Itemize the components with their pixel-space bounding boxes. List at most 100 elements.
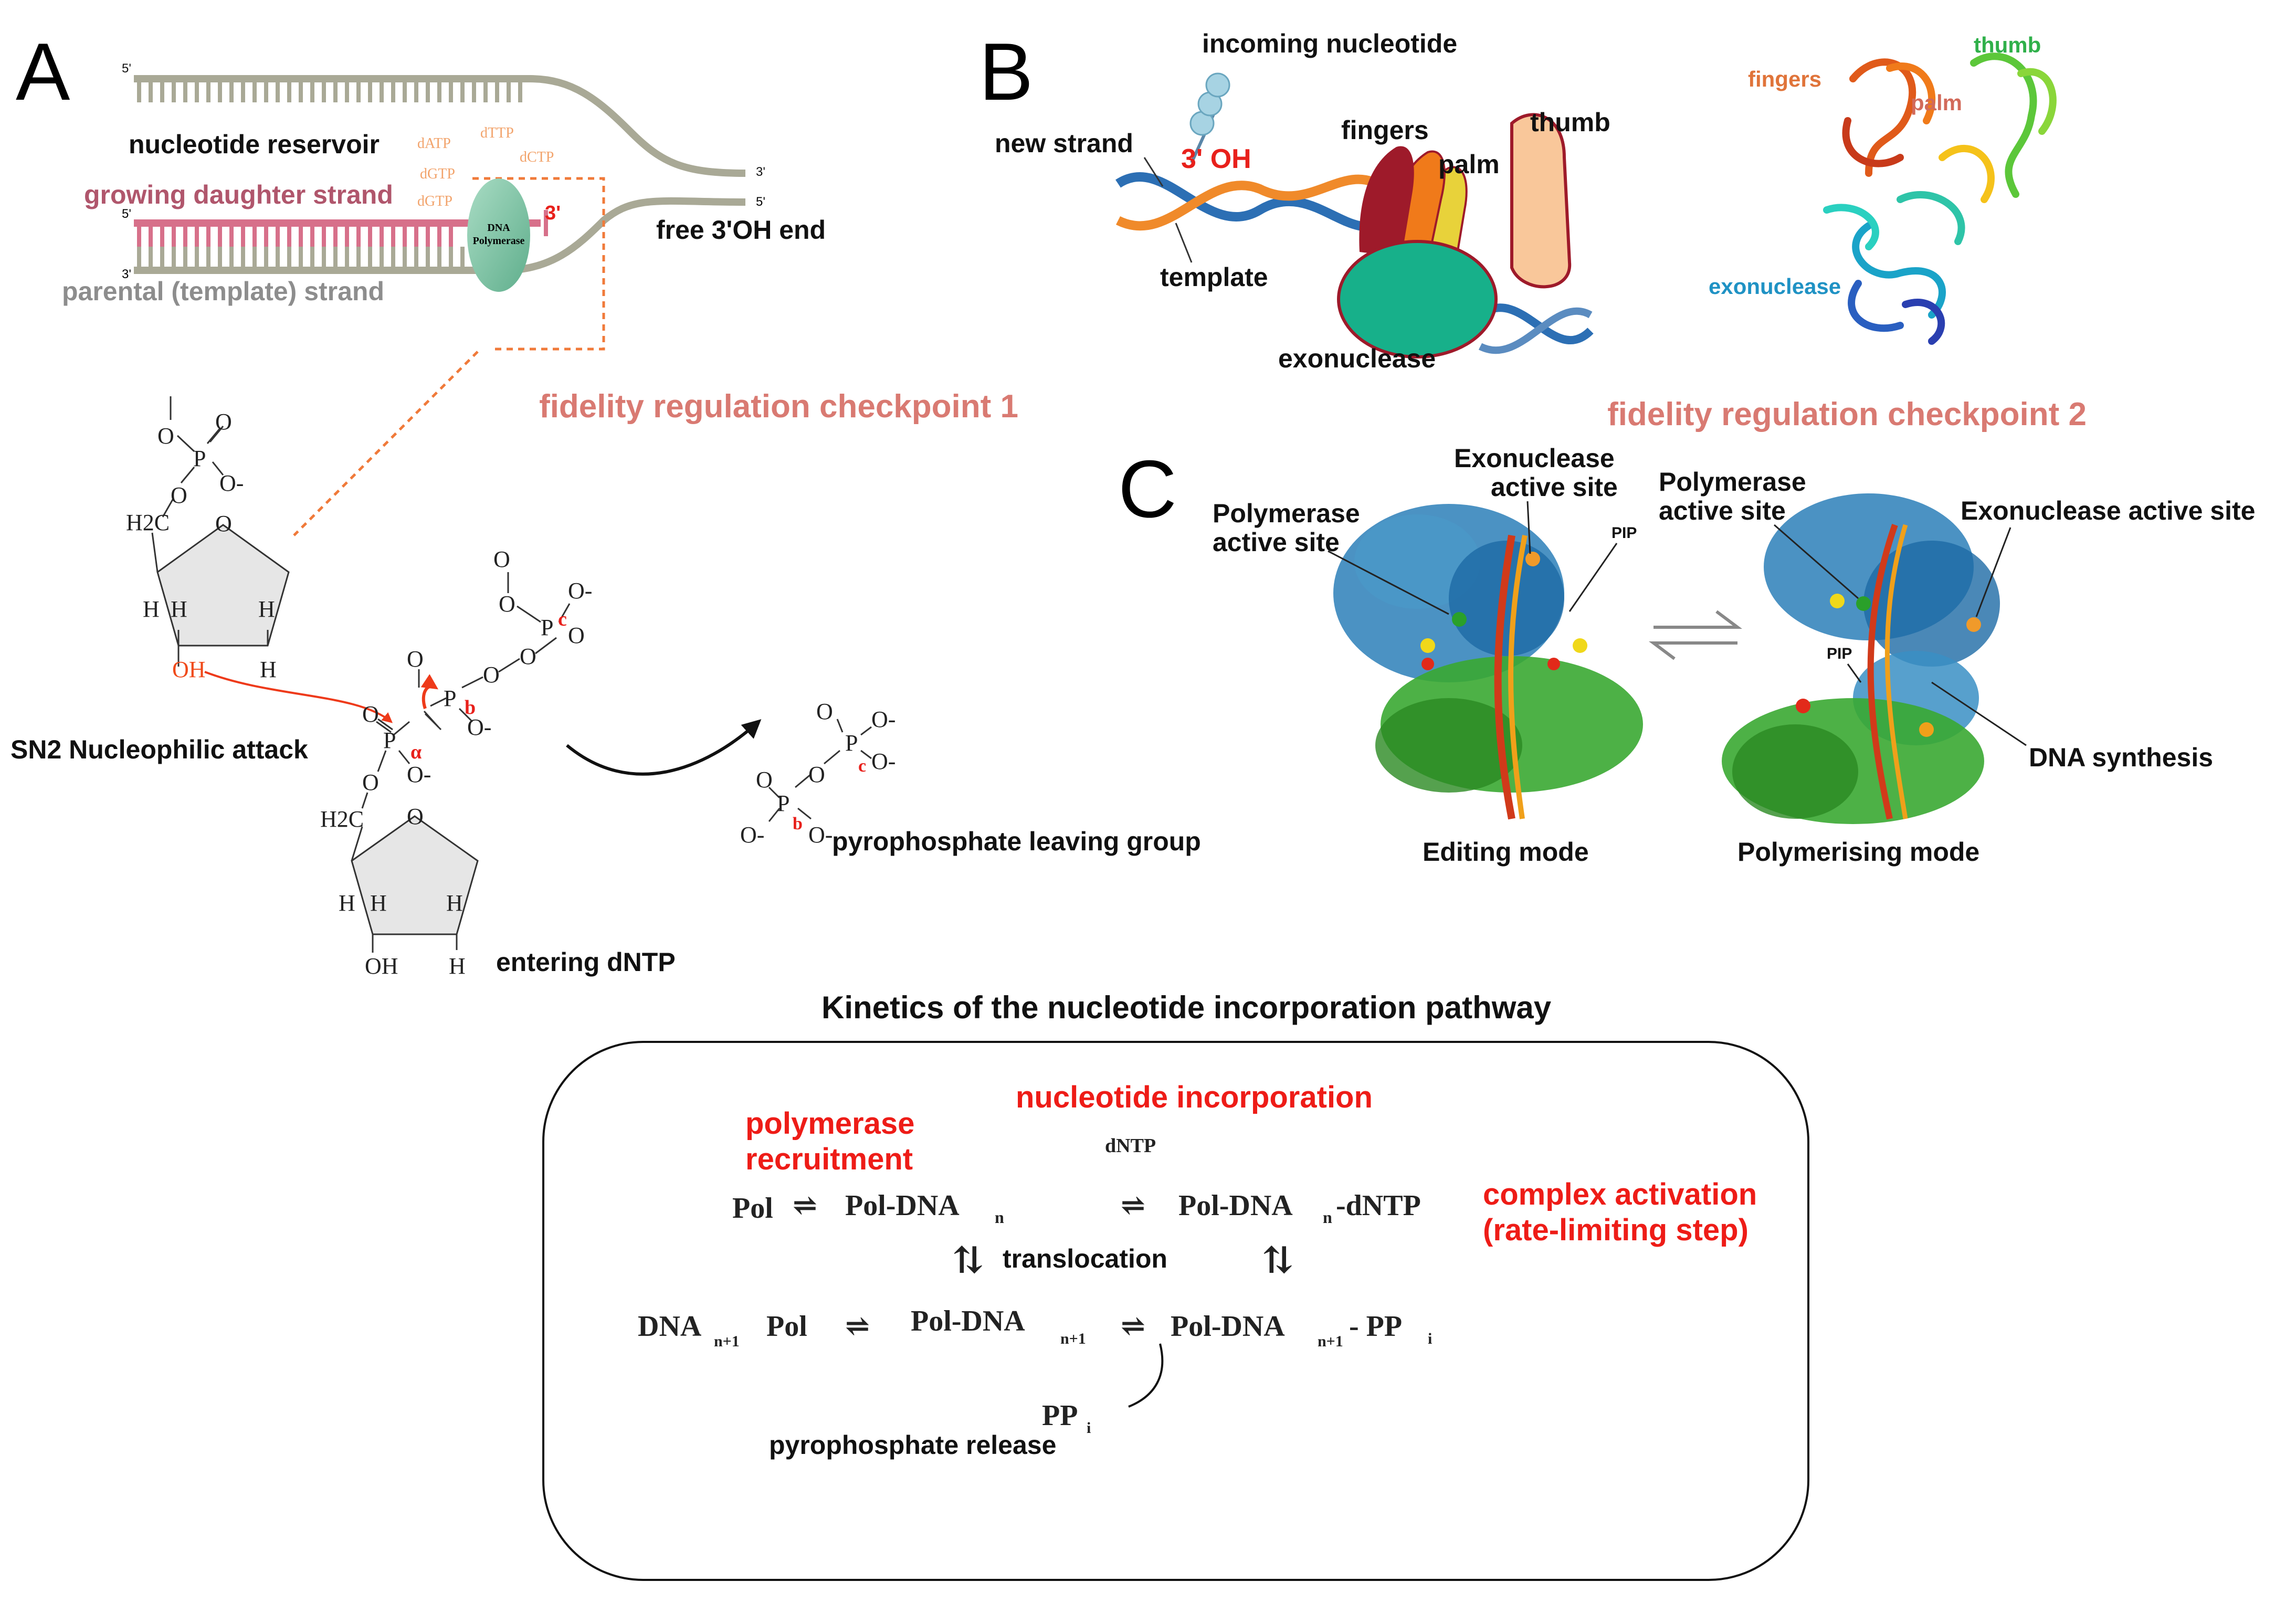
atom-pc-o1: O- xyxy=(568,578,592,604)
oh3-label: 3' OH xyxy=(1181,144,1251,174)
edit-pip-leader xyxy=(1568,543,1618,612)
atom-o-minus: O- xyxy=(219,470,244,496)
attack-arrow xyxy=(204,671,393,723)
daughter-5prime: 5' xyxy=(122,207,131,221)
daughter-nucleotide-structure xyxy=(151,396,290,667)
atom-oh: OH xyxy=(172,657,206,682)
equilibrium-arrows xyxy=(1649,610,1742,660)
row2-sub-n1: n+1 xyxy=(714,1333,740,1350)
ribbon-fingers-label: fingers xyxy=(1748,67,1821,91)
row2-eq1: ⇌ xyxy=(845,1310,870,1343)
pyrophosphate-structure xyxy=(768,719,872,822)
atom-h2: H xyxy=(171,596,187,622)
atom-ring-o: O xyxy=(215,511,232,536)
atom-bridge-2: O xyxy=(483,662,500,688)
dna-synthesis-leader xyxy=(1931,681,2027,746)
bond-arrow xyxy=(420,674,438,709)
top-strand: 5' 3' xyxy=(122,61,765,179)
template-label: template xyxy=(1160,262,1268,292)
checkpoint-2: fidelity regulation checkpoint 2 xyxy=(1607,396,2087,433)
edit-pol-site-1: Polymerase xyxy=(1213,499,1360,528)
ribbon-palm-label: palm xyxy=(1911,90,1962,115)
fingers-dark-shape xyxy=(1359,146,1414,257)
reservoir-label: nucleotide reservoir xyxy=(129,130,380,159)
ppi-o3: O- xyxy=(871,748,896,774)
atom-pa-bridge: O xyxy=(362,769,379,795)
activation-2: (rate-limiting step) xyxy=(1483,1213,1749,1247)
ppi-pb: P xyxy=(777,790,789,816)
top-5prime: 5' xyxy=(122,61,131,76)
ppi-o6: O- xyxy=(808,822,833,848)
atom-dntp-h3: H xyxy=(446,890,463,916)
ribbon-thumb-label: thumb xyxy=(1974,33,2041,57)
row1-pol-dna-2: Pol-DNA xyxy=(1178,1189,1293,1222)
panel-a: A 5' 3' 3' 5' 5' DNA Polymerase 3' xyxy=(10,26,1201,979)
thumb-shape xyxy=(1510,113,1572,289)
poly-pol-leader xyxy=(1774,524,1859,599)
free-end-label: free 3'OH end xyxy=(656,215,826,245)
growing-label: growing daughter strand xyxy=(84,180,393,209)
leaving-label: pyrophosphate leaving group xyxy=(832,827,1201,856)
ppi-release-label: pyrophosphate release xyxy=(769,1430,1056,1460)
atom-pa-ominus: O- xyxy=(407,762,431,787)
vert-eq-2: ⇅ xyxy=(1262,1241,1293,1281)
row2-sub-n1-c: n+1 xyxy=(1318,1333,1343,1350)
template-strand: 3' 5' xyxy=(122,195,765,281)
row1-pol-dna: Pol-DNA xyxy=(845,1189,960,1222)
atom-bridge-1: O xyxy=(520,644,536,669)
atom-o-bridge: O xyxy=(171,482,187,508)
atom-o: O xyxy=(157,423,174,449)
new-strand-label: new strand xyxy=(995,129,1133,158)
atom-pa: P xyxy=(383,727,396,753)
poly-exo-site: Exonuclease active site xyxy=(1961,496,2255,525)
atom-h1: H xyxy=(143,596,160,622)
row2-sub-i: i xyxy=(1428,1330,1432,1347)
atom-dntp-h2c: H2C xyxy=(320,806,364,832)
label-beta: b xyxy=(465,697,476,719)
dntp-structure xyxy=(351,572,571,953)
row2-dna: DNA xyxy=(638,1310,702,1343)
row2-eq2: ⇌ xyxy=(1121,1310,1145,1343)
row2-dash-pp: - PP xyxy=(1349,1310,1402,1343)
ppi-o4: O xyxy=(756,767,773,793)
attack-label: SN2 Nucleophilic attack xyxy=(10,735,308,764)
nucleotide-beads xyxy=(1189,72,1230,164)
nuc-dttp: dTTP xyxy=(480,125,514,141)
zoom-line xyxy=(293,351,479,536)
poly-exo-leader xyxy=(1975,527,2011,617)
panel-b: B incoming nucleotide new strand 3' OH t… xyxy=(979,26,2087,433)
panel-c-letter: C xyxy=(1118,444,1177,534)
new-strand-leader xyxy=(1143,157,1164,187)
atom-dntp-ring-o: O xyxy=(407,804,424,829)
dntp-label: dNTP xyxy=(1105,1135,1156,1157)
edit-exo-leader xyxy=(1526,501,1531,554)
atom-o-double: O xyxy=(215,409,232,435)
recruit-1: polymerase xyxy=(745,1106,914,1141)
edit-exo-site-1: Exonuclease xyxy=(1454,444,1615,473)
atom-dntp-h1: H xyxy=(339,890,355,916)
recruit-2: recruitment xyxy=(745,1142,913,1176)
thumb-label: thumb xyxy=(1530,108,1610,137)
edit-pol-site-2: active site xyxy=(1213,528,1340,557)
ribbon-exonuclease-label: exonuclease xyxy=(1709,274,1841,299)
row2-pol-dna-2: Pol-DNA xyxy=(1171,1310,1285,1343)
top-3prime: 3' xyxy=(756,165,765,179)
ppi-product: PP xyxy=(1042,1399,1078,1432)
atom-dntp-h2: H xyxy=(370,890,387,916)
parental-label: parental (template) strand xyxy=(62,277,384,306)
ppi-o2: O- xyxy=(871,706,896,732)
kinetics-panel: Kinetics of the nucleotide incorporation… xyxy=(542,990,1809,1581)
panel-a-letter: A xyxy=(16,26,70,117)
nuc-datp: dATP xyxy=(417,135,451,152)
row1-sub-n: n xyxy=(995,1208,1004,1227)
ribbon-structure xyxy=(1823,52,2057,345)
reaction-arrow xyxy=(566,719,762,776)
translocation-label: translocation xyxy=(1003,1244,1167,1273)
row1-pol: Pol xyxy=(732,1192,773,1225)
atom-p: P xyxy=(193,446,206,471)
atom-dntp-oh: OH xyxy=(365,953,398,979)
red-3prime: 3' xyxy=(545,202,561,224)
atom-pb-o: O xyxy=(407,646,424,672)
